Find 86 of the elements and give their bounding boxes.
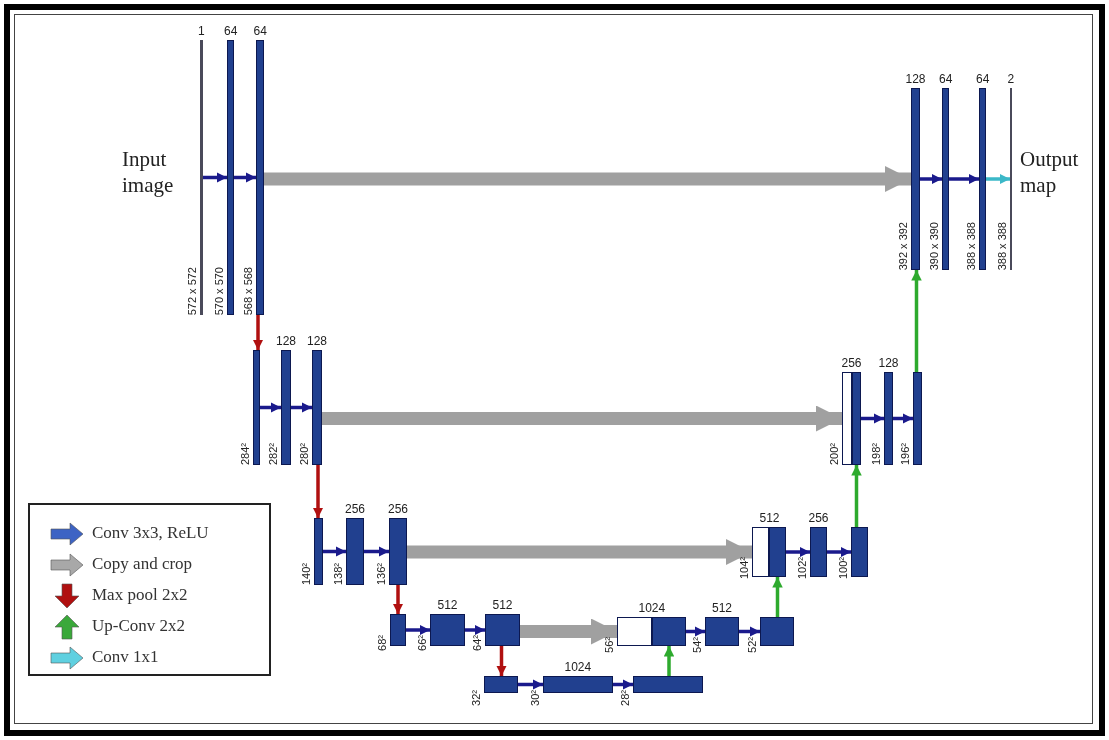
conv-arrow	[364, 546, 389, 557]
size-label: 284²	[240, 443, 251, 466]
up-conv-arrow	[851, 465, 862, 527]
channel-count: 128	[905, 73, 926, 86]
size-label: 66²	[417, 635, 428, 651]
size-label: 52²	[747, 636, 758, 653]
max-pool-arrow	[496, 646, 507, 676]
conv-arrow	[234, 172, 256, 183]
conv-arrow	[518, 679, 543, 690]
channel-count: 256	[388, 503, 409, 516]
channel-count: 256	[841, 357, 862, 370]
channel-count: 256	[808, 512, 829, 525]
channel-count: 512	[492, 599, 513, 612]
up-conv-arrow	[772, 577, 783, 617]
size-label: 68²	[377, 635, 388, 651]
conv-arrow	[893, 413, 913, 424]
size-label: 138²	[333, 563, 344, 586]
channel-count: 2	[1007, 73, 1015, 86]
legend-label: Max pool 2x2	[92, 585, 188, 605]
conv-arrow	[323, 546, 346, 557]
channel-count: 128	[307, 335, 328, 348]
channel-count: 1024	[638, 602, 666, 615]
size-label: 32²	[471, 689, 482, 706]
copy-crop-arrow	[264, 166, 911, 192]
size-label: 200²	[829, 443, 840, 466]
size-label: 280²	[299, 443, 310, 466]
size-label: 54²	[692, 636, 703, 653]
size-label: 28²	[620, 689, 631, 706]
legend-label: Copy and crop	[92, 554, 193, 574]
size-label: 570 x 570	[214, 267, 225, 316]
legend-label: Conv 1x1	[92, 647, 159, 667]
conv-arrow	[920, 173, 942, 185]
channel-count: 256	[345, 503, 366, 516]
conv-arrow	[291, 402, 312, 413]
size-label: 572 x 572	[187, 267, 198, 316]
size-label: 392 x 392	[898, 222, 909, 271]
channel-count: 1	[198, 25, 205, 38]
conv-arrow	[613, 679, 633, 690]
copy-crop-arrow	[322, 405, 842, 432]
size-label: 136²	[376, 563, 387, 586]
size-label: 388 x 388	[966, 222, 977, 271]
size-label: 30²	[530, 689, 541, 706]
size-label: 56²	[604, 636, 615, 653]
conv-arrow	[786, 546, 810, 558]
channel-count: 64	[253, 25, 267, 38]
conv-arrow	[739, 626, 760, 637]
max-pool-arrow	[392, 585, 404, 614]
size-label: 102²	[797, 557, 808, 580]
legend-label: Up-Conv 2x2	[92, 616, 186, 636]
size-label: 100²	[838, 557, 849, 580]
channel-count: 64	[939, 73, 953, 86]
size-label: 282²	[268, 443, 279, 466]
size-label: 196²	[900, 443, 911, 466]
size-label: 64²	[472, 635, 483, 651]
conv-arrow	[260, 402, 281, 413]
max-pool-arrow	[252, 315, 264, 350]
conv-arrow	[465, 624, 485, 636]
conv-arrow	[827, 546, 851, 558]
conv-arrow	[861, 413, 884, 424]
channel-count: 128	[276, 335, 297, 348]
max-pool-arrow	[312, 465, 324, 518]
up-conv-arrow	[911, 270, 922, 372]
copy-crop-arrow	[520, 618, 617, 645]
channel-count: 1024	[564, 661, 592, 674]
channel-count: 64	[224, 25, 238, 38]
size-label: 390 x 390	[929, 222, 940, 271]
up-conv-arrow	[663, 646, 675, 676]
channel-count: 512	[712, 602, 733, 615]
conv-arrow	[686, 626, 705, 637]
size-label: 140²	[301, 563, 312, 586]
channel-count: 128	[878, 357, 899, 370]
conv-arrow	[949, 173, 979, 185]
size-label: 568 x 568	[243, 267, 254, 316]
copy-crop-arrow	[407, 539, 752, 565]
size-label: 388 x 388	[997, 222, 1008, 271]
side-label: Output map	[1020, 146, 1080, 198]
legend-label: Conv 3x3, ReLU	[92, 523, 209, 543]
conv-arrow	[406, 624, 430, 636]
channel-count: 512	[437, 599, 458, 612]
size-label: 104²	[739, 557, 750, 580]
conv-1x1-arrow	[986, 173, 1010, 185]
side-label: Input image	[122, 146, 175, 198]
conv-arrow	[203, 172, 227, 183]
size-label: 198²	[871, 443, 882, 466]
channel-count: 512	[759, 512, 780, 525]
channel-count: 64	[976, 73, 990, 86]
